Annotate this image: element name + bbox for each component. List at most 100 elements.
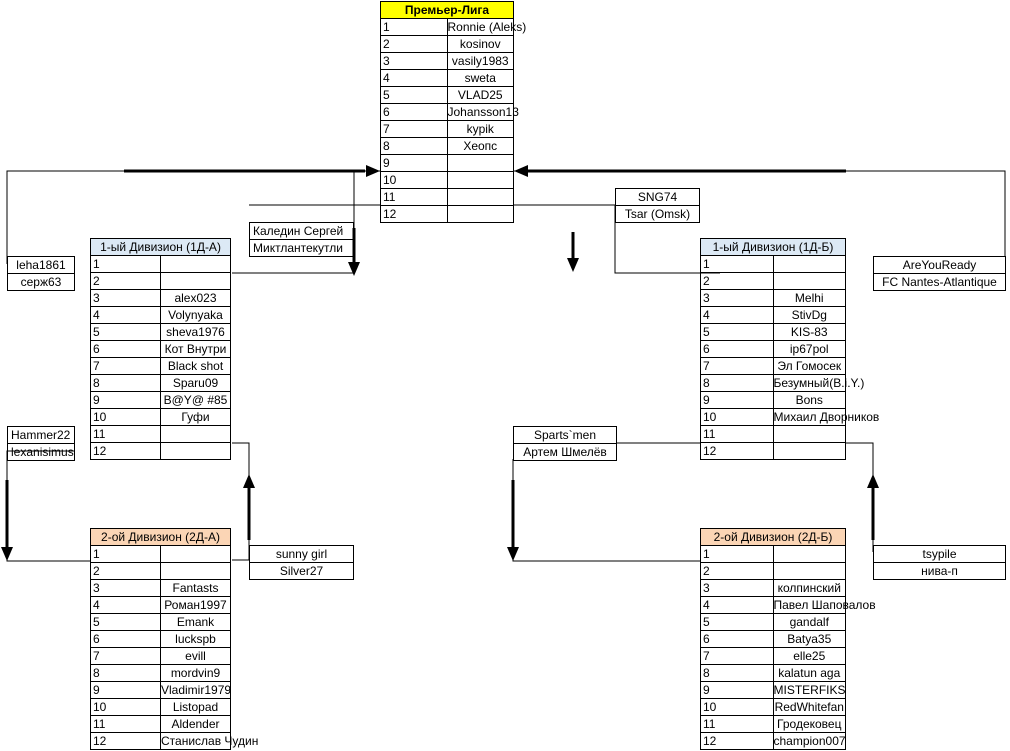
- player-name: [446, 154, 514, 172]
- player-name: Эл Гомосек: [772, 357, 846, 375]
- position-number: 12: [380, 205, 448, 223]
- position-number: 6: [90, 630, 161, 648]
- position-number: 7: [700, 647, 774, 665]
- arrowhead-icon: [567, 258, 579, 272]
- position-number: 9: [380, 154, 448, 172]
- table-row: 12: [700, 442, 846, 460]
- player-name: MISTERFIKS: [772, 681, 846, 699]
- playoff-entry: Tsar (Omsk): [615, 205, 700, 223]
- player-name: ip67pol: [772, 340, 846, 358]
- arrowhead-icon: [867, 474, 879, 488]
- arrowhead-icon: [514, 165, 528, 177]
- playoff-entry: нива-п: [873, 562, 1006, 580]
- position-number: 7: [90, 647, 161, 665]
- playoff-box-2da-top: sunny girl Silver27: [249, 545, 354, 580]
- player-name: [772, 442, 846, 460]
- player-name: [772, 562, 846, 580]
- connector-line: [6, 450, 90, 562]
- position-number: 7: [90, 357, 161, 375]
- player-name: Михаил Дворников: [772, 408, 880, 426]
- player-name: [772, 255, 846, 273]
- position-number: 12: [90, 442, 161, 460]
- arrowhead-icon: [366, 165, 380, 177]
- player-name: elle25: [772, 647, 846, 665]
- arrowhead-icon: [1, 547, 13, 561]
- position-number: 9: [700, 391, 774, 409]
- player-name: sheva1976: [160, 323, 231, 341]
- playoff-box-1da-top: leha1861 серж63: [7, 256, 75, 291]
- player-name: [446, 171, 514, 189]
- connector-line: [232, 442, 250, 561]
- player-name: [772, 272, 846, 290]
- position-number: 5: [90, 323, 161, 341]
- playoff-entry: tsypile: [873, 545, 1006, 563]
- position-number: 4: [700, 306, 774, 324]
- player-name: Павел Шаповалов: [772, 596, 876, 614]
- player-name: [772, 545, 846, 563]
- connector-line: [512, 459, 700, 562]
- playoff-entry: FC Nantes-Atlantique: [873, 273, 1006, 291]
- player-name: evill: [160, 647, 231, 665]
- player-name: Гуфи: [160, 408, 231, 426]
- player-name: alex023: [160, 289, 231, 307]
- position-number: 8: [90, 664, 161, 682]
- position-number: 10: [380, 171, 448, 189]
- position-number: 2: [90, 272, 161, 290]
- player-name: Melhi: [772, 289, 846, 307]
- table-row: 2: [90, 562, 231, 580]
- playoff-entry: Миктлантекутли: [249, 239, 354, 257]
- table-row: 1: [700, 545, 846, 563]
- player-name: Emank: [160, 613, 231, 631]
- player-name: Batya35: [772, 630, 846, 648]
- table-row: 12: [90, 442, 231, 460]
- position-number: 4: [700, 596, 774, 614]
- player-name: gandalf: [772, 613, 846, 631]
- playoff-entry: sunny girl: [249, 545, 354, 563]
- player-name: Безумный(B.i.Y.): [772, 374, 865, 392]
- player-name: kalatun aga: [772, 664, 846, 682]
- player-name: Гродековец: [772, 715, 846, 733]
- position-number: 3: [90, 579, 161, 597]
- table-row: 1: [700, 255, 846, 273]
- position-number: 7: [380, 120, 448, 138]
- table-row: 9: [380, 154, 514, 172]
- playoff-entry: Sparts`men: [513, 426, 617, 444]
- player-name: kypik: [446, 120, 514, 138]
- player-name: VLAD25: [446, 86, 514, 104]
- player-name: Johansson13: [446, 103, 519, 121]
- table-row: 2: [700, 562, 846, 580]
- premier-league-title: Премьер-Лига: [380, 1, 514, 19]
- table-row: 2: [700, 272, 846, 290]
- player-name: Sparu09: [160, 374, 231, 392]
- table-row: 1: [90, 255, 231, 273]
- player-name: KIS-83: [772, 323, 846, 341]
- position-number: 11: [700, 715, 774, 733]
- player-name: Listopad: [160, 698, 231, 716]
- division-2a-title: 2-ой Дивизион (2Д-А): [90, 528, 231, 546]
- player-name: Vladimir1979: [160, 681, 232, 699]
- position-number: 10: [90, 698, 161, 716]
- player-name: RedWhitefan: [772, 698, 846, 716]
